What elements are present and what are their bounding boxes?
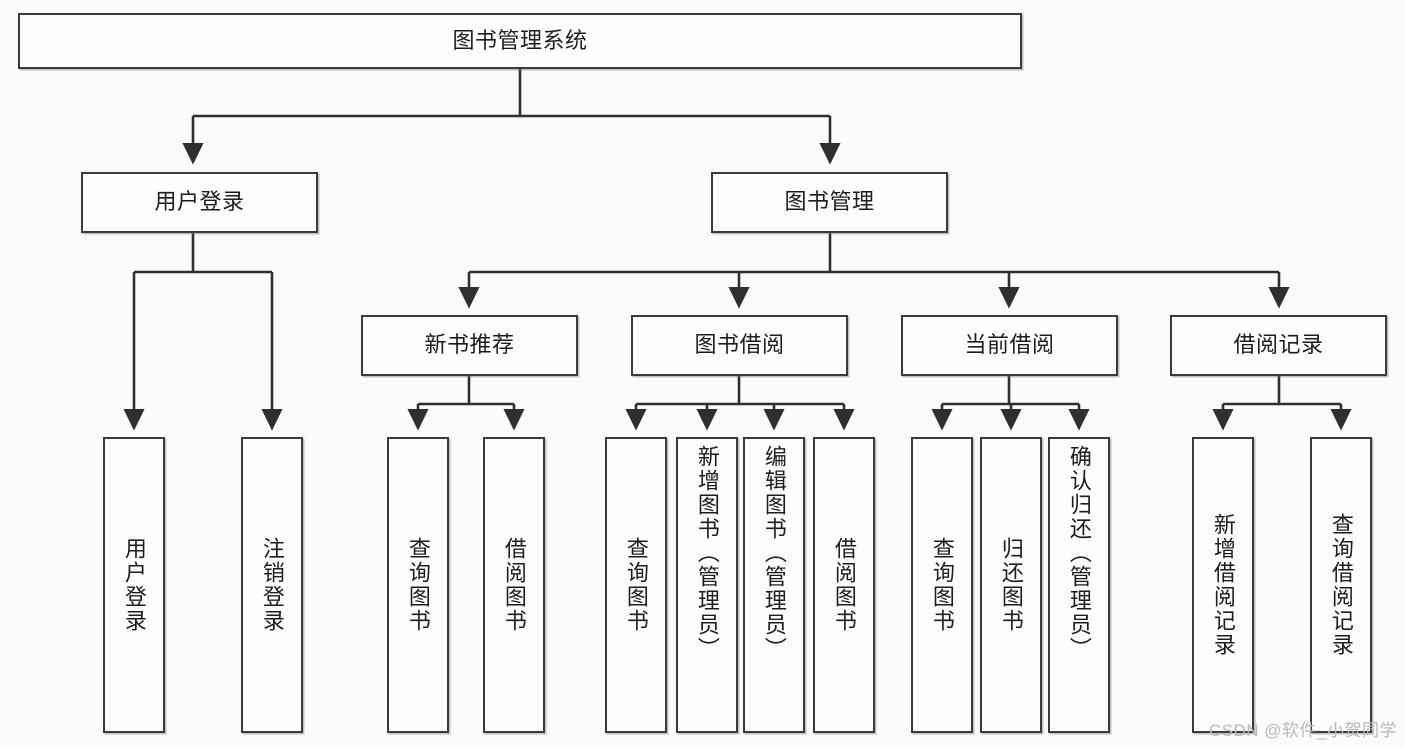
node-book-borrow-label: 图书借阅 [694, 332, 785, 358]
leaf-borrow-book-1[interactable]: 借阅图书 [483, 437, 545, 733]
node-borrow-record[interactable]: 借阅记录 [1170, 315, 1387, 376]
node-book-manage-label: 图书管理 [784, 189, 875, 215]
node-book-borrow[interactable]: 图书借阅 [631, 315, 848, 376]
leaf-user-login[interactable]: 用户登录 [103, 437, 165, 733]
leaf-edit-book-label: 编辑图书（管理员） [761, 445, 787, 661]
leaf-query-book-1-label: 查询图书 [405, 537, 431, 633]
leaf-confirm-return-label: 确认归还（管理员） [1066, 445, 1092, 661]
node-current-borrow[interactable]: 当前借阅 [901, 315, 1118, 376]
leaf-confirm-return[interactable]: 确认归还（管理员） [1048, 437, 1110, 733]
leaf-logout-login-label: 注销登录 [259, 537, 285, 633]
leaf-return-book-label: 归还图书 [998, 537, 1024, 633]
node-new-book-recommend-label: 新书推荐 [424, 332, 515, 358]
leaf-add-book[interactable]: 新增图书（管理员） [676, 437, 738, 733]
leaf-query-book-2[interactable]: 查询图书 [605, 437, 667, 733]
node-root-label: 图书管理系统 [452, 27, 588, 53]
leaf-user-login-label: 用户登录 [121, 537, 147, 633]
leaf-borrow-book-2-label: 借阅图书 [831, 537, 857, 633]
leaf-edit-book[interactable]: 编辑图书（管理员） [743, 437, 805, 733]
leaf-query-record-label: 查询借阅记录 [1328, 513, 1354, 657]
node-borrow-record-label: 借阅记录 [1233, 332, 1324, 358]
leaf-query-book-1[interactable]: 查询图书 [387, 437, 449, 733]
node-root[interactable]: 图书管理系统 [18, 13, 1022, 69]
leaf-query-book-2-label: 查询图书 [623, 537, 649, 633]
leaf-add-record-label: 新增借阅记录 [1210, 513, 1236, 657]
leaf-logout-login[interactable]: 注销登录 [241, 437, 303, 733]
leaf-return-book[interactable]: 归还图书 [980, 437, 1042, 733]
leaf-query-book-3-label: 查询图书 [929, 537, 955, 633]
leaf-query-record[interactable]: 查询借阅记录 [1310, 437, 1372, 733]
node-user-login[interactable]: 用户登录 [81, 172, 318, 233]
leaf-add-book-label: 新增图书（管理员） [694, 445, 720, 661]
leaf-borrow-book-2[interactable]: 借阅图书 [813, 437, 875, 733]
node-new-book-recommend[interactable]: 新书推荐 [361, 315, 578, 376]
leaf-query-book-3[interactable]: 查询图书 [911, 437, 973, 733]
node-user-login-label: 用户登录 [154, 189, 245, 215]
leaf-add-record[interactable]: 新增借阅记录 [1192, 437, 1254, 733]
leaf-borrow-book-1-label: 借阅图书 [501, 537, 527, 633]
node-current-borrow-label: 当前借阅 [964, 332, 1055, 358]
node-book-manage[interactable]: 图书管理 [711, 172, 948, 233]
